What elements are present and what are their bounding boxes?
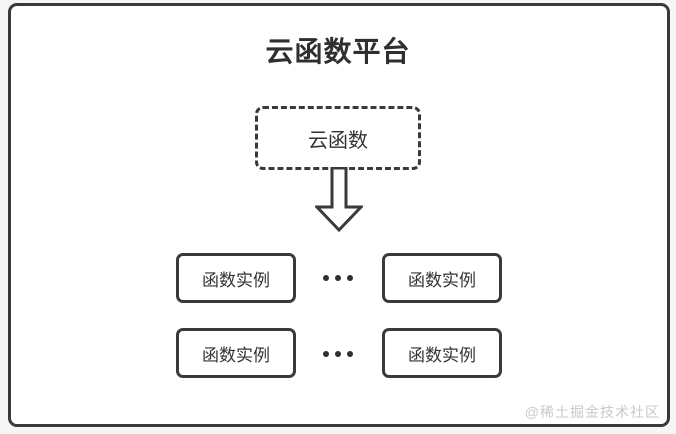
function-instance-node: 函数实例: [382, 253, 502, 303]
dot-icon: [347, 351, 353, 357]
arrow-down-icon: [315, 167, 363, 233]
ellipsis-dots: [323, 274, 353, 282]
dot-icon: [347, 275, 353, 281]
dot-icon: [335, 275, 341, 281]
function-instance-label: 函数实例: [202, 270, 270, 290]
diagram-title: 云函数平台: [265, 36, 411, 67]
function-instance-label: 函数实例: [408, 345, 476, 365]
function-instance-label: 函数实例: [408, 270, 476, 290]
function-instance-node: 函数实例: [176, 253, 296, 303]
function-instance-label: 函数实例: [202, 345, 270, 365]
function-instance-node: 函数实例: [176, 328, 296, 378]
dot-icon: [323, 275, 329, 281]
watermark-text: @稀土掘金技术社区: [524, 404, 660, 420]
dot-icon: [335, 351, 341, 357]
cloud-function-node: 云函数: [255, 106, 421, 170]
function-instance-node: 函数实例: [382, 328, 502, 378]
cloud-function-label: 云函数: [308, 129, 368, 152]
ellipsis-dots: [323, 350, 353, 358]
dot-icon: [323, 351, 329, 357]
